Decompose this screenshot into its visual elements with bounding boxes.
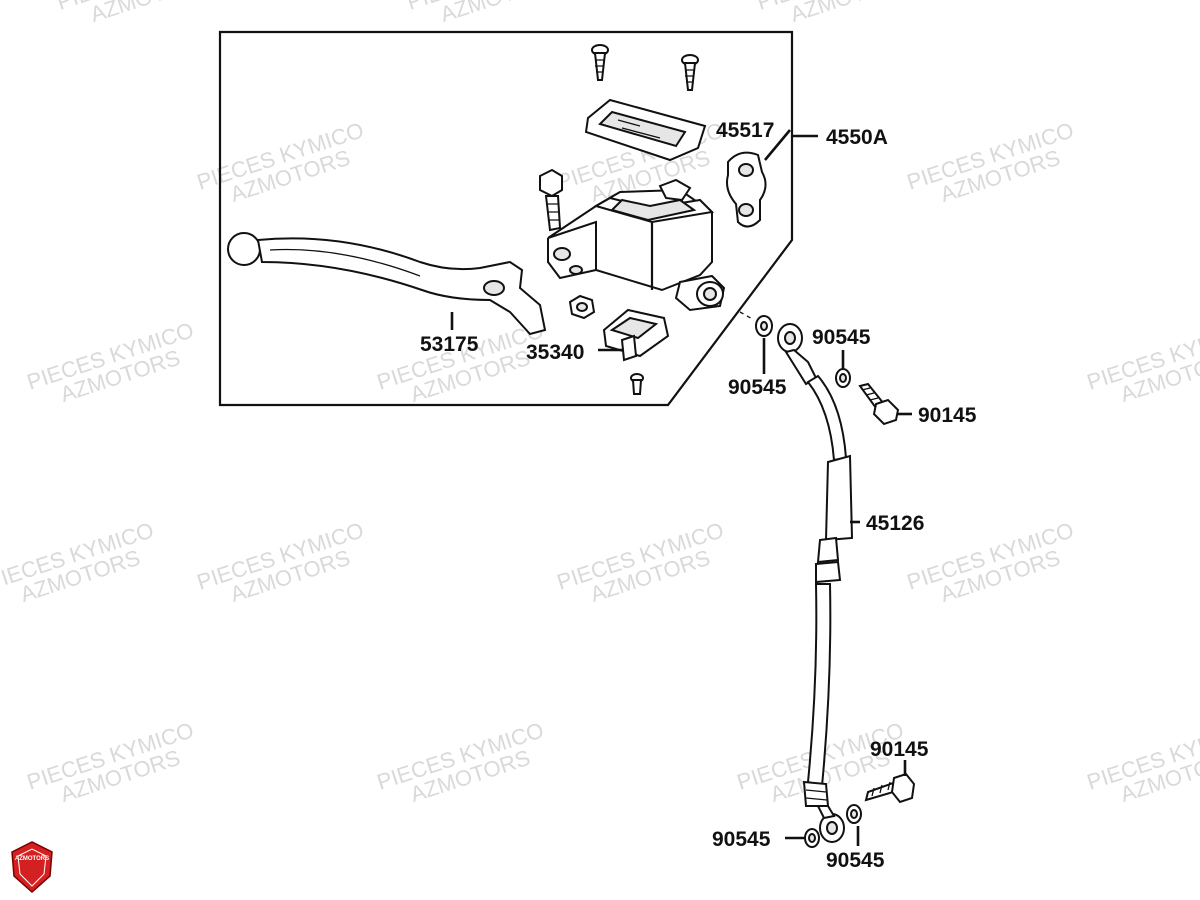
master-cylinder-body bbox=[547, 178, 726, 312]
watermark-text: PIECES KYMICOAZMOTORS bbox=[404, 0, 584, 36]
banjo-bolt-lower bbox=[864, 772, 916, 804]
assembly-number-label: 4550A bbox=[826, 126, 888, 149]
brake-hose bbox=[802, 374, 854, 843]
handlebar-clamp bbox=[726, 151, 767, 228]
part-label-90545-lower-left: 90545 bbox=[712, 828, 771, 851]
watermark-text: PIECES KYMICOAZMOTORS bbox=[554, 517, 734, 615]
watermark-text: PIECES KYMICOAZMOTORS bbox=[0, 517, 163, 615]
part-label-90545-upper-right: 90545 bbox=[812, 326, 871, 349]
assembly-frame bbox=[218, 30, 794, 407]
washer-lower-left bbox=[804, 828, 820, 848]
washer-upper-right bbox=[835, 368, 851, 388]
leader-lines bbox=[450, 129, 912, 846]
brake-light-switch bbox=[602, 308, 670, 362]
part-label-45517: 45517 bbox=[716, 119, 774, 142]
switch-screw bbox=[630, 373, 644, 395]
connector-dash bbox=[739, 311, 755, 321]
banjo-bolt-upper bbox=[858, 382, 900, 426]
watermark-text: PIECES KYMICOAZMOTORS bbox=[904, 517, 1084, 615]
part-label-53175: 53175 bbox=[420, 333, 479, 356]
reservoir-cap bbox=[584, 98, 707, 162]
logo-text: AZMOTORS bbox=[15, 856, 49, 862]
watermark-text: PIECES KYMICOAZMOTORS bbox=[754, 0, 934, 36]
lever-pivot-bolt bbox=[539, 168, 563, 232]
part-label-90145-lower: 90145 bbox=[870, 738, 929, 761]
part-label-90145-upper: 90145 bbox=[918, 404, 977, 427]
watermark-text: PIECES KYMICOAZMOTORS bbox=[1084, 717, 1200, 815]
reservoir-screw-right bbox=[681, 54, 699, 91]
banjo-fitting-upper bbox=[777, 323, 818, 386]
watermark-text: PIECES KYMICOAZMOTORS bbox=[1084, 317, 1200, 415]
watermark-text: PIECES KYMICOAZMOTORS bbox=[904, 117, 1084, 215]
pivot-nut bbox=[568, 294, 596, 320]
part-label-90545-upper-left: 90545 bbox=[728, 376, 787, 399]
watermark-text: PIECES KYMICOAZMOTORS bbox=[194, 517, 374, 615]
part-label-45126: 45126 bbox=[866, 512, 924, 535]
watermark-text: PIECES KYMICOAZMOTORS bbox=[374, 717, 554, 815]
watermark-text: PIECES KYMICOAZMOTORS bbox=[24, 317, 204, 415]
part-label-90545-lower-right: 90545 bbox=[826, 849, 885, 872]
brake-lever bbox=[227, 232, 547, 336]
azmotors-logo: AZMOTORS bbox=[11, 841, 53, 894]
reservoir-screw-left bbox=[591, 44, 609, 81]
part-label-35340: 35340 bbox=[526, 341, 584, 364]
watermark-text: PIECES KYMICOAZMOTORS bbox=[54, 0, 234, 36]
washer-lower-right bbox=[846, 804, 862, 824]
watermark-text: PIECES KYMICOAZMOTORS bbox=[24, 717, 204, 815]
washer-upper-left bbox=[755, 315, 773, 337]
